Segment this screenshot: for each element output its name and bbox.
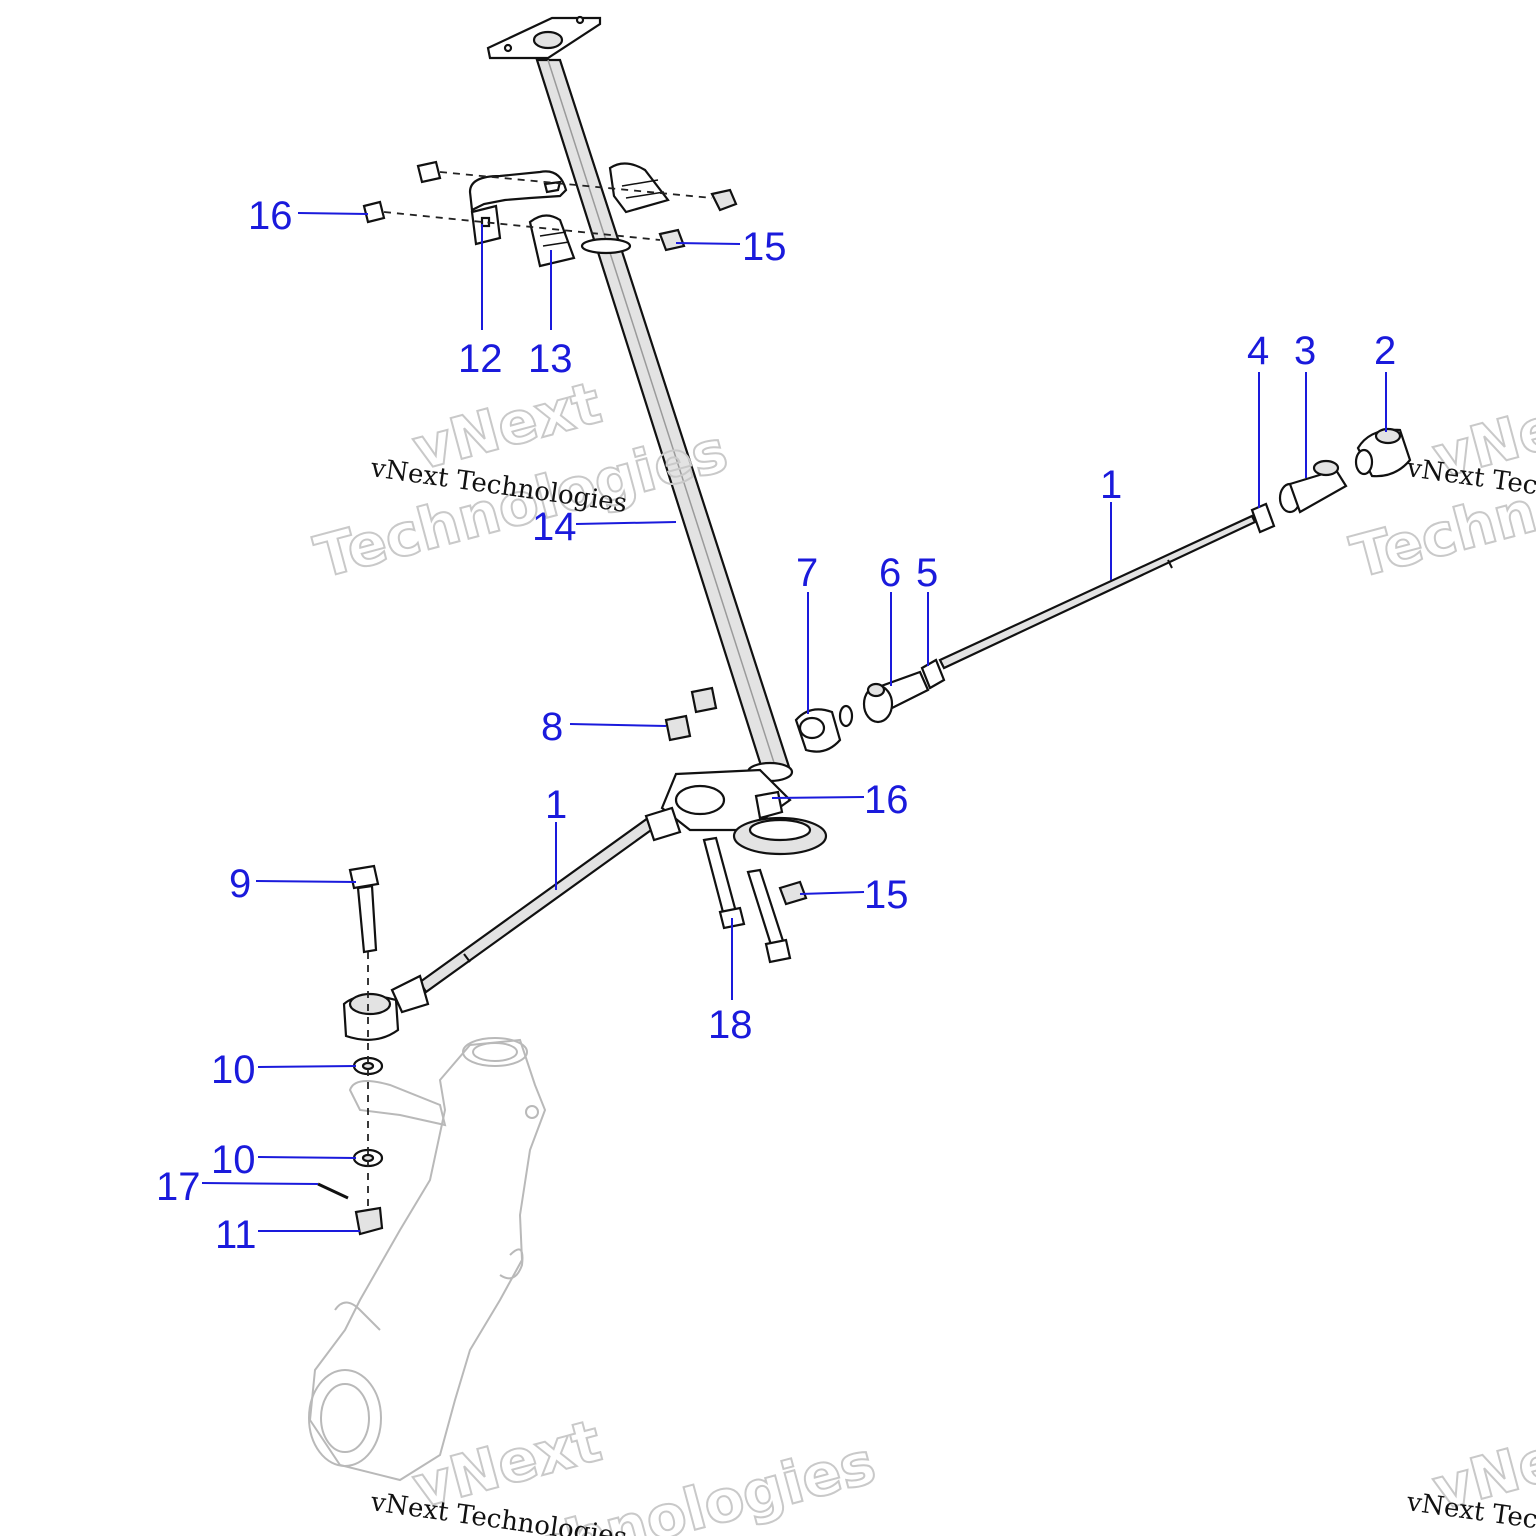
callout-labels: 1 1 2 3 4 5 6 7 8 9 10 10 11 12 13 14 15…: [156, 194, 1396, 1257]
steering-shaft: [486, 15, 794, 783]
callout-1-left: 1: [545, 783, 567, 827]
callout-10-lower: 10: [211, 1138, 256, 1182]
callout-14: 14: [532, 505, 577, 549]
watermark: vNext Technologies vNext Technologies vN…: [307, 367, 1536, 1536]
cotter-pin-17: [317, 1182, 349, 1200]
callout-16-lower: 16: [864, 778, 909, 822]
upper-clamp-assembly: [362, 160, 738, 268]
callout-3: 3: [1294, 329, 1316, 373]
callout-5: 5: [916, 551, 938, 595]
callout-1-right: 1: [1100, 463, 1122, 507]
tie-rod-left: [418, 816, 656, 994]
bolt-9: [348, 864, 380, 890]
bolt-18-b: [746, 868, 786, 950]
nut-11: [354, 1206, 384, 1236]
callout-15-upper: 15: [742, 225, 787, 269]
callout-7: 7: [796, 551, 818, 595]
callout-18: 18: [708, 1003, 753, 1047]
bolt-18-a: [702, 836, 738, 918]
bushing-half-upper: [608, 162, 670, 214]
callout-15-lower: 15: [864, 873, 909, 917]
callout-9: 9: [229, 862, 251, 906]
callout-16-upper: 16: [248, 194, 293, 238]
callout-2: 2: [1374, 329, 1396, 373]
leader-lines: [201, 212, 1387, 1232]
callout-17: 17: [156, 1165, 201, 1209]
clamp-bolt-lower: [362, 200, 386, 224]
nut-15-lower: [778, 880, 808, 906]
nut-8-b: [690, 686, 718, 714]
jam-nut-4: [1250, 502, 1276, 534]
callout-10-upper: 10: [211, 1048, 256, 1092]
center-bolt-16: [754, 790, 784, 820]
clamp-bolt-upper: [416, 160, 442, 184]
steering-knuckle-ghost: [308, 1037, 547, 1482]
clamp-nut-upper: [710, 188, 738, 212]
clamp-nut-lower: [658, 228, 686, 252]
clamp-bracket-upper: [468, 170, 568, 212]
callout-4: 4: [1247, 329, 1269, 373]
center-pivot-assembly: [660, 686, 828, 964]
nut-8-a: [664, 714, 692, 742]
tie-rod-right: [938, 514, 1257, 670]
right-tie-rod-assembly: [794, 427, 1412, 753]
jam-nut-5: [920, 658, 946, 690]
callout-6: 6: [879, 551, 901, 595]
callout-13: 13: [528, 337, 573, 381]
callout-12: 12: [458, 337, 503, 381]
callout-11: 11: [215, 1213, 257, 1257]
left-tie-rod-assembly: [317, 806, 682, 1236]
callout-8: 8: [541, 705, 563, 749]
